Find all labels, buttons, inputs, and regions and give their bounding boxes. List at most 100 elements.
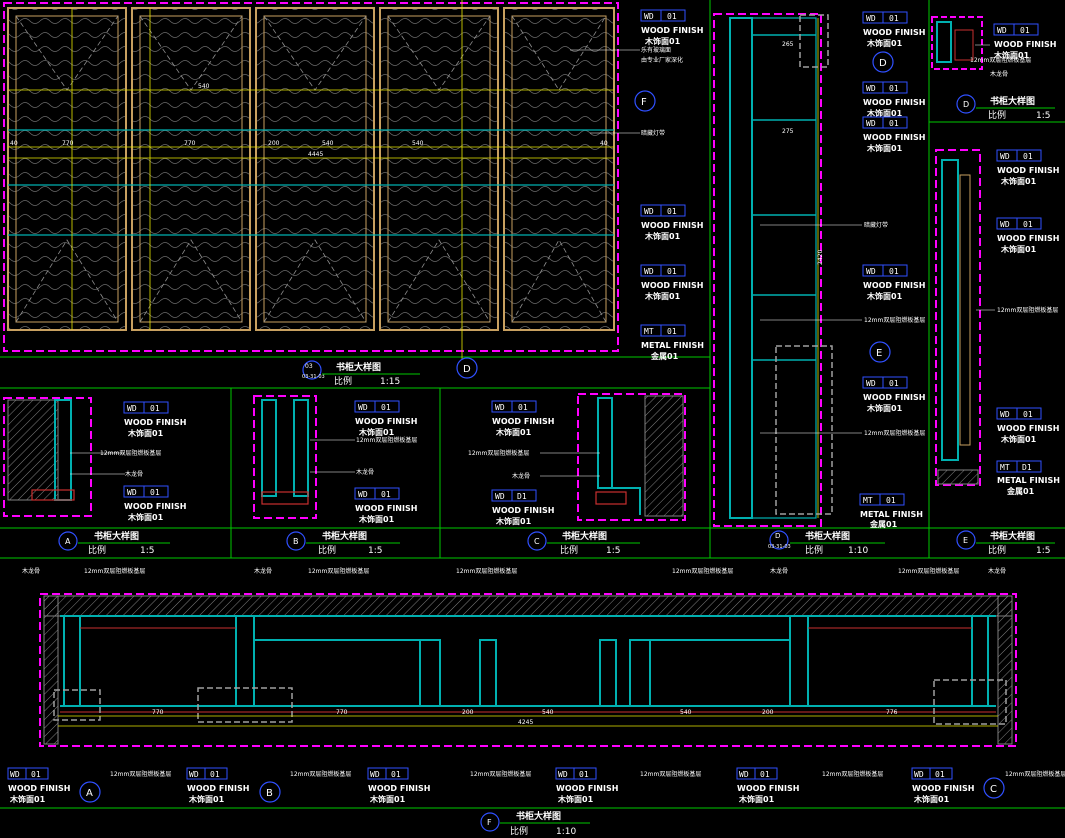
svg-text:1:5: 1:5 [368,546,382,556]
dim-200: 200 [268,140,280,147]
svg-text:木龙骨: 木龙骨 [22,567,40,575]
svg-text:01: 01 [935,770,945,779]
svg-text:WD: WD [495,492,505,501]
svg-text:木饰面01: 木饰面01 [866,108,903,118]
svg-text:770: 770 [152,709,164,716]
svg-text:WD: WD [127,488,137,497]
svg-text:WD: WD [1000,152,1010,161]
svg-text:WOOD FINISH: WOOD FINISH [641,26,703,35]
tag-wd-2: WD 01 WOOD FINISH 木饰面01 [640,204,703,241]
svg-text:木饰面01: 木饰面01 [127,428,164,438]
svg-text:MT: MT [863,496,873,505]
svg-text:12mm双层阻燃板基层: 12mm双层阻燃板基层 [640,770,701,778]
svg-text:METAL FINISH: METAL FINISH [860,510,923,519]
svg-text:木饰面01: 木饰面01 [1000,244,1037,254]
svg-text:1:5: 1:5 [1036,111,1050,121]
svg-text:1:10: 1:10 [556,827,576,837]
svg-text:木饰面01: 木饰面01 [913,794,950,804]
svg-text:B: B [293,537,299,546]
svg-text:WOOD FINISH: WOOD FINISH [368,784,430,793]
svg-text:WD: WD [866,379,876,388]
svg-text:12mm双层阻燃板基层: 12mm双层阻燃板基层 [997,306,1058,314]
svg-text:03-31-03: 03-31-03 [768,544,791,550]
plan-bottom-notes: 12mm双层阻燃板基层 12mm双层阻燃板基层 12mm双层阻燃板基层 12mm… [110,770,1065,778]
svg-text:木饰面01: 木饰面01 [369,794,406,804]
svg-text:12mm双层阻燃板基层: 12mm双层阻燃板基层 [456,567,517,575]
svg-text:木龙骨: 木龙骨 [770,567,788,575]
svg-text:金属01: 金属01 [650,351,679,361]
svg-text:MT: MT [1000,463,1010,472]
svg-text:WOOD FINISH: WOOD FINISH [863,98,925,107]
note-glass: 乐有玻璃面 [641,46,671,54]
svg-text:WD: WD [997,26,1007,35]
svg-text:WOOD FINISH: WOOD FINISH [997,234,1059,243]
svg-text:01: 01 [150,488,160,497]
svg-text:书柜大样图: 书柜大样图 [805,530,850,542]
svg-text:1:15: 1:15 [380,377,400,387]
svg-text:WOOD FINISH: WOOD FINISH [355,504,417,513]
callout-c [933,679,1007,725]
callout-box-e [775,345,833,515]
dim-4445: 4445 [308,151,323,158]
svg-text:木龙骨: 木龙骨 [356,468,374,476]
title-plan-f: F 书柜大样图 比例 1:10 [480,810,590,837]
elevation-view: 770 770 200 540 540 540 4445 40 40 乐有玻璃面… [3,0,683,360]
svg-text:WD: WD [358,490,368,499]
svg-text:WD: WD [1000,220,1010,229]
svg-text:书柜大样图: 书柜大样图 [562,530,607,542]
svg-text:木饰面01: 木饰面01 [993,50,1030,60]
svg-text:200: 200 [462,709,474,716]
svg-text:WOOD FINISH: WOOD FINISH [863,28,925,37]
svg-text:01: 01 [889,379,899,388]
svg-text:木龙骨: 木龙骨 [988,567,1006,575]
svg-text:540: 540 [680,709,692,716]
svg-text:WOOD FINISH: WOOD FINISH [641,221,703,230]
dim-2420: 2420 [817,250,824,265]
svg-text:WOOD FINISH: WOOD FINISH [492,417,554,426]
svg-text:木饰面01: 木饰面01 [358,427,395,437]
elevation-shelves [8,129,614,236]
svg-text:12mm双层阻燃板基层: 12mm双层阻燃板基层 [970,56,1031,64]
note-factory: 由专业厂家深化 [641,56,683,64]
plan-wall [43,595,1013,617]
svg-text:WOOD FINISH: WOOD FINISH [492,506,554,515]
dim-265: 265 [782,41,794,48]
svg-text:WD: WD [358,403,368,412]
title-elevation: 03 03-31-03 书柜大样图 比例 1:15 D [302,357,478,387]
plan-cabinet-lines [60,615,996,707]
svg-text:12mm双层阻燃板基层: 12mm双层阻燃板基层 [672,567,733,575]
svg-text:12mm双层阻燃板基层: 12mm双层阻燃板基层 [470,770,531,778]
svg-text:1:5: 1:5 [1036,546,1050,556]
svg-text:木饰面01: 木饰面01 [866,291,903,301]
svg-text:WD: WD [644,12,654,21]
svg-text:METAL FINISH: METAL FINISH [997,476,1060,485]
svg-text:12mm双层阻燃板基层: 12mm双层阻燃板基层 [100,449,161,457]
svg-text:1:5: 1:5 [140,546,154,556]
svg-text:WOOD FINISH: WOOD FINISH [124,502,186,511]
svg-text:木饰面01: 木饰面01 [866,403,903,413]
svg-text:木饰面01: 木饰面01 [1000,176,1037,186]
svg-text:WOOD FINISH: WOOD FINISH [187,784,249,793]
svg-text:12mm双层阻燃板基层: 12mm双层阻燃板基层 [864,316,925,324]
svg-text:01: 01 [667,267,677,276]
svg-text:木饰面01: 木饰面01 [1000,434,1037,444]
dim-540-a: 540 [322,140,334,147]
svg-text:D: D [463,364,471,375]
svg-text:4245: 4245 [518,719,533,726]
sheet-frame-lines [0,0,1065,809]
svg-text:木饰面01: 木饰面01 [9,794,46,804]
svg-text:12mm双层阻燃板基层: 12mm双层阻燃板基层 [822,770,883,778]
svg-text:01: 01 [886,496,896,505]
svg-text:比例: 比例 [334,375,352,387]
svg-text:01: 01 [889,267,899,276]
elevation-doors [7,7,615,331]
svg-text:E: E [876,348,882,359]
svg-text:12mm双层阻燃板基层: 12mm双层阻燃板基层 [864,429,925,437]
svg-text:木饰面01: 木饰面01 [495,427,532,437]
tag-wd-1: WD 01 WOOD FINISH 木饰面01 [640,9,703,46]
svg-text:书柜大样图: 书柜大样图 [990,95,1035,107]
svg-text:WOOD FINISH: WOOD FINISH [912,784,974,793]
plan-boundary [39,593,1017,747]
